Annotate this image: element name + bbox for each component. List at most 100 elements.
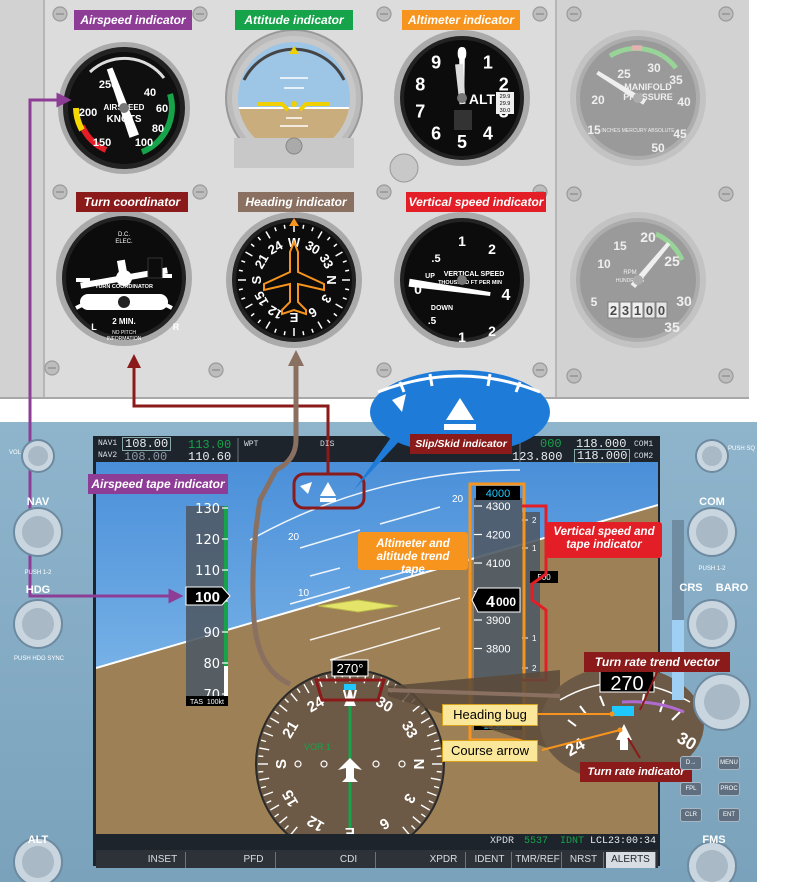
slip-skid-indicator-label: Slip/Skid indicator	[410, 434, 512, 454]
altitude-tape-value: 4300	[486, 501, 510, 513]
map-tick: 20	[591, 93, 605, 107]
com1-label: COM1	[634, 440, 654, 449]
altimeter-gauge: 0123456789 ALT 29.9 29.9 30.0	[394, 30, 530, 166]
heading-card-label: 15	[251, 289, 271, 309]
hsi-card-label: 15	[279, 787, 302, 810]
xpdr-mode: IDNT	[560, 836, 585, 847]
airspeed-readout: 100	[195, 589, 220, 606]
nav1-standby[interactable]: 113.00	[188, 438, 232, 452]
altimeter-tick-label: 2	[499, 74, 509, 94]
pitch-label: 20	[452, 494, 464, 505]
com1-standby[interactable]: 118.000	[576, 437, 627, 451]
altitude-readout-small: 000	[496, 595, 516, 609]
com1-active[interactable]: 000	[540, 437, 562, 451]
softkey-ident[interactable]: IDENT	[468, 852, 512, 868]
clr-button[interactable]: CLR	[680, 808, 702, 822]
map-tick: 40	[677, 95, 691, 109]
tas-value: 100kt	[207, 699, 224, 706]
ent-button[interactable]: ENT	[718, 808, 740, 822]
vs-tape-tick: 2	[532, 664, 537, 673]
dis-label: DIS	[320, 440, 335, 449]
menu-button[interactable]: MENU	[718, 756, 740, 770]
vsi-tick: 4	[502, 287, 511, 304]
heading-readout: 270°	[337, 661, 364, 676]
hsi-card-label: N	[410, 759, 427, 770]
nav2-active[interactable]: 108.00	[124, 450, 168, 464]
xpdr-code: 5537	[524, 836, 549, 847]
tc-minutes: 2 MIN.	[112, 317, 136, 326]
slip-skid-zoom	[354, 370, 550, 490]
hsi-card-label: 33	[398, 718, 421, 741]
asi-tick-label: 40	[144, 87, 156, 99]
heading-indicator-label: Heading indicator	[238, 192, 354, 212]
nav2-label: NAV2	[98, 451, 118, 460]
proc-button[interactable]: PROC	[718, 782, 740, 796]
hsi-card-label: S	[273, 759, 290, 769]
altimeter-tick-label: 9	[431, 52, 441, 72]
vs-readout: 500	[537, 573, 551, 582]
com2-standby[interactable]: 118.000	[574, 449, 631, 463]
connector-lines	[28, 92, 661, 759]
nav-source: VOR 1	[304, 742, 331, 752]
vs-tape-tick: 2	[532, 516, 537, 525]
tach-tick: 15	[613, 239, 627, 253]
softkey-tmr-ref[interactable]: TMR/REF	[514, 852, 562, 868]
bezel-knobs	[13, 439, 751, 882]
heading-card-label: 21	[251, 251, 271, 271]
attitude-indicator-label: Attitude indicator	[235, 10, 353, 30]
turn-coordinator-label: Turn coordinator	[76, 192, 188, 212]
kollsman-value: 29.9	[500, 94, 511, 100]
nav2-standby[interactable]: 110.60	[188, 450, 232, 464]
altitude-tape-value: 4200	[486, 530, 510, 542]
tach-tick: 25	[664, 253, 680, 269]
turn-rate-indicator-label: Turn rate indicator	[580, 762, 692, 782]
altitude-tape-value: 4100	[486, 558, 510, 570]
nav1-active[interactable]: 108.00	[122, 437, 172, 451]
vsi-tick: 1	[458, 329, 466, 345]
vsi-face-text: VERTICAL SPEED	[444, 271, 505, 278]
tc-left: L	[91, 322, 97, 332]
map-tick: 35	[669, 73, 683, 87]
asi-tick-label: 60	[156, 103, 168, 115]
altimeter-tick-label: 8	[415, 74, 425, 94]
vsi-tick: 2	[488, 323, 496, 339]
tas-label: TAS	[190, 699, 203, 706]
softkey-xpdr[interactable]: XPDR	[422, 852, 466, 868]
hobbs-digit: 0	[646, 303, 653, 318]
softkey-pfd[interactable]: PFD	[232, 852, 276, 868]
direct-to-button[interactable]: D→	[680, 756, 702, 770]
softkey-nrst[interactable]: NRST	[564, 852, 604, 868]
vertical-speed-tape-label: Vertical speed and tape indicator	[546, 522, 662, 558]
crs-knob-label: CRS	[679, 582, 703, 594]
airspeed-tape-value: 120	[195, 533, 220, 548]
softkey-inset[interactable]: INSET	[140, 852, 186, 868]
tc-note: INFORMATION	[107, 336, 142, 342]
fpl-button[interactable]: FPL	[680, 782, 702, 796]
vs-tape-tick: 1	[532, 544, 537, 553]
com2-active[interactable]: 123.800	[512, 450, 563, 464]
kollsman-value: 29.9	[500, 101, 511, 107]
softkey-cdi[interactable]: CDI	[322, 852, 376, 868]
hobbs-digit: 0	[658, 303, 665, 318]
com-push-label: PUSH 1-2	[698, 566, 726, 572]
airspeed-indicator-label: Airspeed indicator	[74, 10, 192, 30]
nav1-label: NAV1	[98, 439, 118, 448]
selected-altitude: 4000	[486, 488, 510, 500]
hsi-card-label: E	[345, 824, 355, 841]
kollsman-value: 30.0	[500, 108, 511, 114]
altitude-tape-value: 3800	[486, 644, 510, 656]
course-arrow-label: Course arrow	[442, 740, 538, 762]
baro-knob-label: BARO	[715, 582, 749, 594]
xpdr-label: XPDR	[490, 836, 515, 847]
turn-rate-trend-vector-label: Turn rate trend vector	[584, 652, 730, 672]
airspeed-tape-value: 90	[203, 626, 220, 641]
softkey-alerts[interactable]: ALERTS	[606, 852, 656, 868]
vsi-needle	[408, 278, 491, 297]
hobbs-digit: 3	[622, 303, 629, 318]
tc-right: R	[173, 322, 180, 332]
